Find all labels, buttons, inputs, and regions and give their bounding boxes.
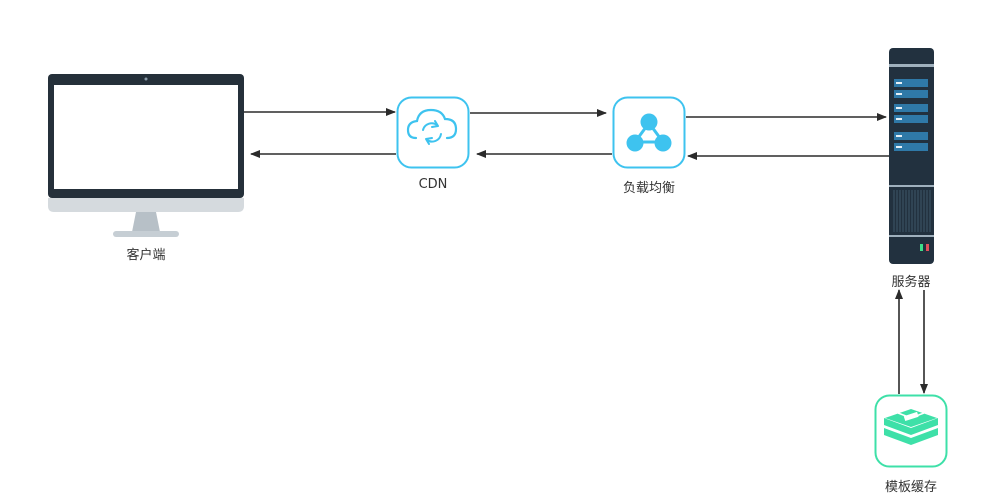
cloud-sync-icon [396,96,470,169]
stacked-layers-icon [874,394,948,468]
client-label: 客户端 [126,248,166,263]
network-nodes-icon [612,96,686,169]
template-cache-label: 模板缓存 [884,480,937,495]
server-label: 服务器 [891,275,931,290]
load-balancer-label: 负载均衡 [622,181,675,196]
cdn-label: CDN [418,177,448,192]
server-rack-icon [889,48,934,264]
connection-arrows [244,108,928,394]
desktop-monitor-icon [48,74,244,237]
